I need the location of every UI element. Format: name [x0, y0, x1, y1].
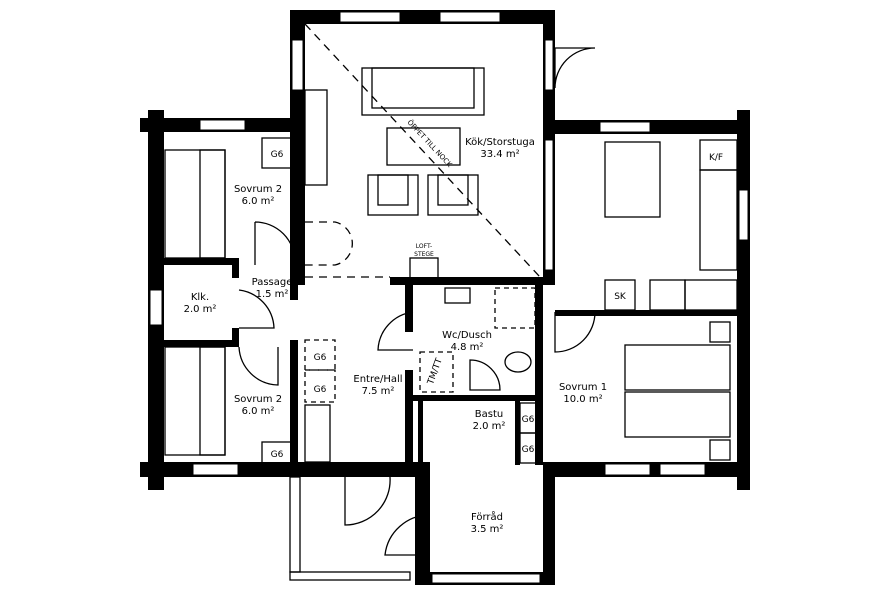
room-name-forrad: Förråd [471, 510, 503, 523]
loft-label: LOFT- [416, 243, 432, 250]
room-name-passage: Passage [252, 277, 293, 288]
furniture [164, 23, 738, 465]
doors [238, 47, 596, 581]
g6-label: G6 [271, 450, 284, 460]
open-to-ridge-label: ÖPPET TILL NOCK [406, 118, 455, 169]
room-name-bastu: Bastu [475, 409, 503, 420]
room-area-sovrum2b: 6.0 m² [242, 406, 275, 417]
g6-label: G6 [314, 385, 327, 395]
room-area-sovrum1: 10.0 m² [563, 394, 602, 405]
stege-label: STEGE [414, 251, 434, 258]
room-area-klk: 2.0 m² [184, 304, 217, 315]
sk-label: SK [614, 292, 627, 302]
g6-label: G6 [522, 445, 535, 455]
windows [149, 11, 749, 584]
room-area-passage: 1.5 m² [256, 289, 289, 300]
kf-label: K/F [709, 153, 723, 163]
room-area-kok: 33.4 m² [480, 149, 519, 160]
room-labels: Kök/Storstuga 33.4 m² Sovrum 2 6.0 m² Pa… [184, 137, 607, 535]
room-area-forrad: 3.5 m² [471, 524, 504, 535]
room-name-klk: Klk. [191, 292, 209, 303]
g6-label: G6 [314, 353, 327, 363]
room-area-sovrum2a: 6.0 m² [242, 196, 275, 207]
room-name-kok: Kök/Storstuga [465, 137, 535, 148]
room-name-entre: Entre/Hall [353, 374, 402, 385]
room-area-wc: 4.8 m² [451, 342, 484, 353]
room-area-bastu: 2.0 m² [473, 421, 506, 432]
room-name-wc: Wc/Dusch [442, 330, 492, 341]
room-name-sovrum2a: Sovrum 2 [234, 184, 282, 195]
g6-label: G6 [271, 150, 284, 160]
room-name-sovrum2b: Sovrum 2 [234, 394, 282, 405]
room-area-entre: 7.5 m² [362, 386, 395, 397]
g6-label: G6 [522, 415, 535, 425]
room-name-sovrum1: Sovrum 1 [559, 382, 607, 393]
tmtt-label: TM/TT [426, 357, 445, 387]
